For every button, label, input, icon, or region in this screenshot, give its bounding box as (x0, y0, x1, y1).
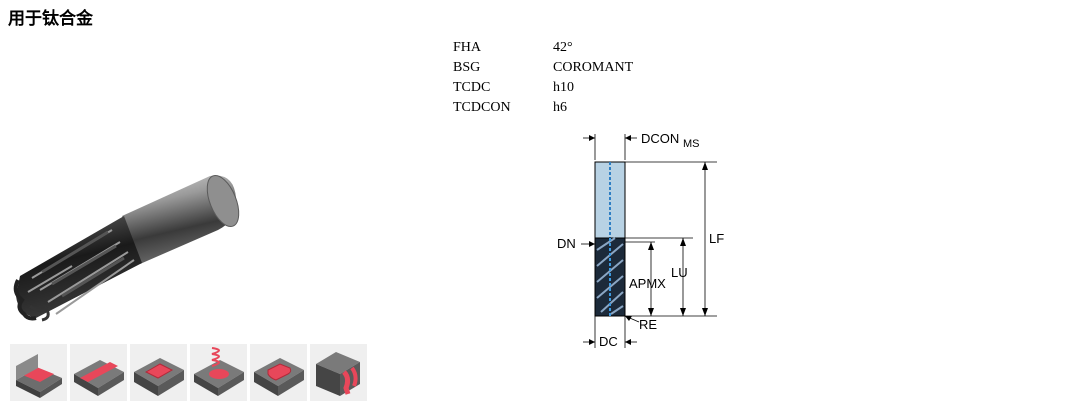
dcon-label: DCON (641, 131, 679, 146)
helical-interpolation-icon (190, 344, 247, 401)
spec-key: TCDC (453, 80, 491, 95)
lu-label: LU (671, 265, 688, 280)
apmx-label: APMX (629, 276, 666, 291)
slot-milling-icon (250, 344, 307, 401)
spec-value: COROMANT (553, 60, 634, 75)
spec-row: TCDC h10 (453, 78, 633, 98)
profiling-icon (310, 344, 367, 401)
re-label: RE (639, 317, 657, 332)
lf-label: LF (709, 231, 724, 246)
spec-key: FHA (453, 40, 482, 55)
spec-row: TCDCON h6 (453, 98, 633, 118)
dimension-diagram: DCON MS LF LU APMX DN RE DC (557, 131, 724, 349)
page-title: 用于钛合金 (8, 9, 93, 29)
operations-row (10, 344, 367, 401)
spec-value: h6 (553, 100, 567, 115)
dn-label: DN (557, 236, 576, 251)
end-mill-photo (13, 174, 240, 322)
spec-value: 42° (553, 40, 573, 55)
face-milling-icon (70, 344, 127, 401)
dcon-subscript: MS (683, 138, 700, 150)
spec-row: FHA 42° (453, 38, 633, 58)
spec-key: TCDCON (453, 100, 511, 115)
spec-value: h10 (553, 80, 574, 95)
spec-row: BSG COROMANT (453, 58, 633, 78)
pocketing-icon (130, 344, 187, 401)
shoulder-milling-icon (10, 344, 67, 401)
spec-table: FHA 42° BSG COROMANT TCDC h10 TCDCON h6 (453, 38, 633, 118)
spec-key: BSG (453, 60, 481, 75)
dc-label: DC (599, 334, 618, 349)
